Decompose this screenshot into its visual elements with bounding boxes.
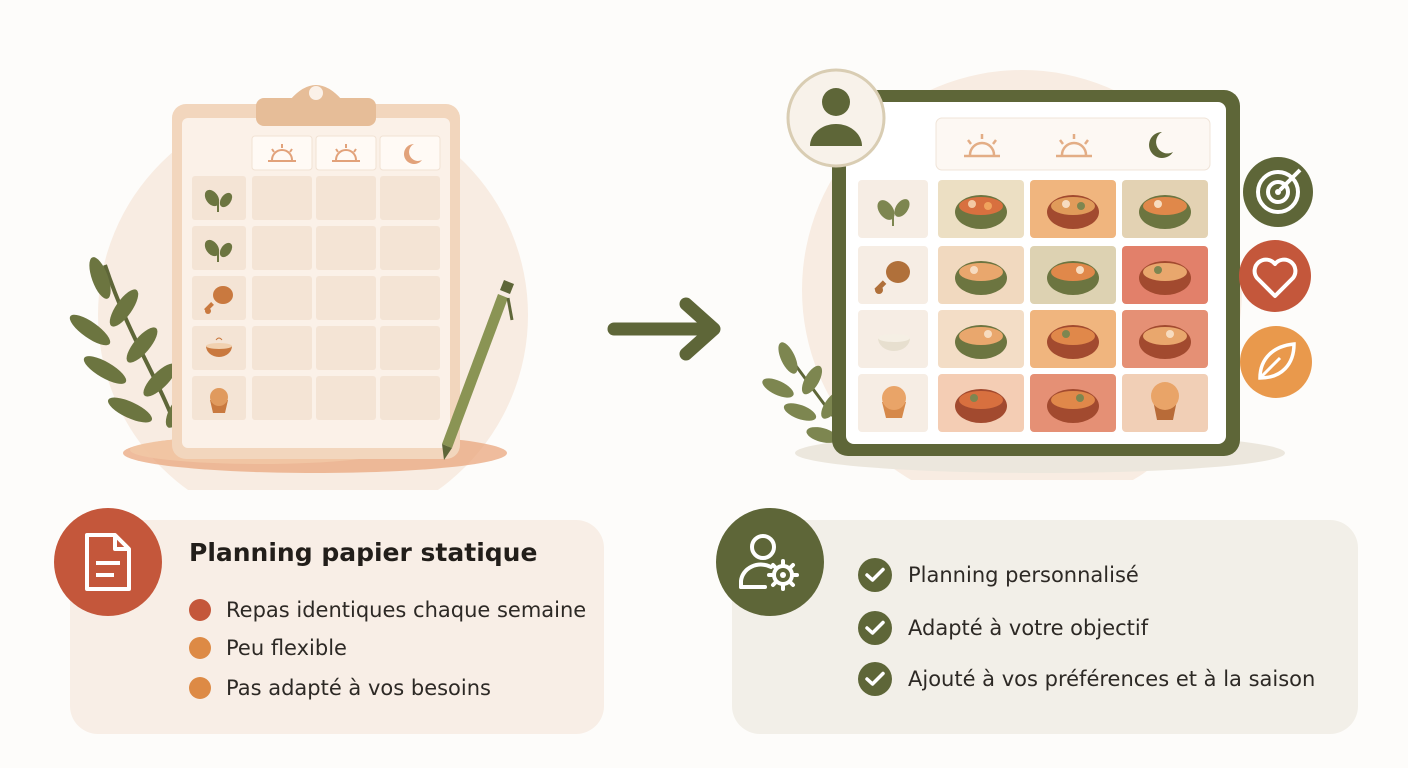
list-item: Planning personnalisé: [858, 558, 1139, 592]
static-planner-title: Planning papier statique: [189, 538, 538, 567]
arrow-right-icon: [606, 296, 726, 362]
bullet-dot: [189, 637, 211, 659]
bowl-icon: [206, 337, 232, 357]
avatar: [786, 68, 886, 168]
sun-icon: [332, 144, 360, 162]
personalized-planner-card: [732, 520, 1358, 734]
list-item: Ajouté à vos préférences et à la saison: [858, 662, 1315, 696]
document-badge: [54, 508, 162, 616]
leaf-icon: [1240, 326, 1312, 398]
list-item: Pas adapté à vos besoins: [189, 676, 491, 700]
check-icon: [858, 611, 892, 645]
user-settings-badge: [716, 508, 824, 616]
list-item: Repas identiques chaque semaine: [189, 598, 586, 622]
check-icon: [858, 662, 892, 696]
sunrise-icon: [964, 134, 1000, 158]
paper-planner-illustration: [60, 40, 560, 490]
leaf-icon: [877, 199, 910, 226]
bullet-dot: [189, 677, 211, 699]
moon-icon: [1149, 132, 1173, 158]
list-item-text: Peu flexible: [226, 636, 347, 660]
leaf-icon: [204, 189, 233, 212]
sunrise-icon: [268, 144, 296, 162]
check-icon: [858, 558, 892, 592]
bowl-icon: [878, 334, 910, 351]
heart-icon: [1239, 240, 1311, 312]
bullet-dot: [189, 599, 211, 621]
digital-planner-illustration: [760, 40, 1340, 480]
document-icon: [81, 531, 135, 593]
clipboard-illustration-svg: [69, 85, 528, 490]
muffin-icon: [882, 386, 906, 418]
list-item-text: Repas identiques chaque semaine: [226, 598, 587, 622]
tablet-illustration-svg: [762, 68, 1313, 480]
muffin-icon: [210, 388, 228, 413]
leaf-icon: [204, 239, 233, 262]
list-item: Adapté à votre objectif: [858, 611, 1148, 645]
sun-icon: [1056, 134, 1092, 158]
list-item-text: Adapté à votre objectif: [908, 616, 1149, 640]
drumstick-icon: [874, 261, 910, 294]
drumstick-icon: [204, 286, 233, 314]
moon-icon: [404, 144, 422, 165]
list-item: Peu flexible: [189, 636, 347, 660]
list-item-text: Planning personnalisé: [908, 563, 1139, 587]
user-settings-icon: [737, 531, 803, 593]
muffin-icon: [1151, 382, 1179, 420]
meal-bowls: [955, 195, 1191, 423]
pen-icon: [442, 280, 514, 460]
target-icon: [1243, 157, 1313, 227]
paper-grid: [192, 176, 440, 420]
list-item-text: Pas adapté à vos besoins: [226, 676, 491, 700]
clipboard-clip: [256, 98, 376, 126]
list-item-text: Ajouté à vos préférences et à la saison: [908, 667, 1316, 691]
